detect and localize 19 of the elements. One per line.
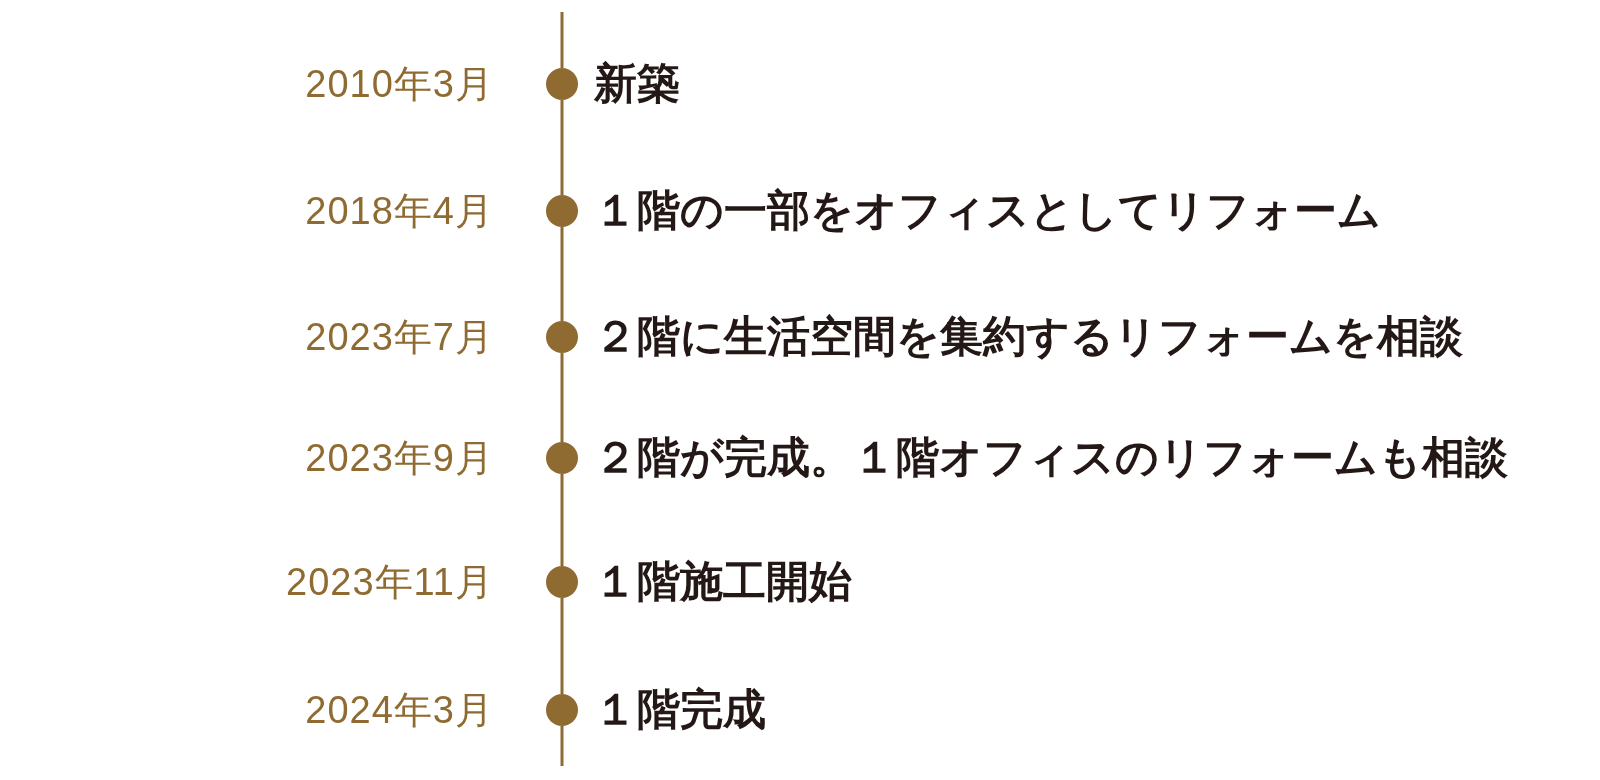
event-text: ２階が完成。１階オフィスのリフォームも相談 xyxy=(594,432,1508,483)
event-text: １階完成 xyxy=(594,684,766,735)
timeline-line xyxy=(560,353,564,442)
date-label: 2023年11月 xyxy=(286,559,494,605)
date-label: 2010年3月 xyxy=(305,61,494,107)
timeline-line xyxy=(560,726,564,766)
timeline-line xyxy=(560,227,564,321)
timeline-line xyxy=(560,598,564,694)
event-text: １階施工開始 xyxy=(594,556,852,607)
timeline-line xyxy=(560,12,564,68)
event-text: ２階に生活空間を集約するリフォームを相談 xyxy=(594,311,1463,362)
event-text: １階の一部をオフィスとしてリフォーム xyxy=(594,185,1381,236)
timeline-line xyxy=(560,474,564,566)
date-label: 2024年3月 xyxy=(305,687,494,733)
date-label: 2023年7月 xyxy=(305,314,494,360)
date-label: 2018年4月 xyxy=(305,188,494,234)
event-text: 新築 xyxy=(594,58,680,109)
timeline-line xyxy=(560,100,564,195)
date-label: 2023年9月 xyxy=(305,435,494,481)
